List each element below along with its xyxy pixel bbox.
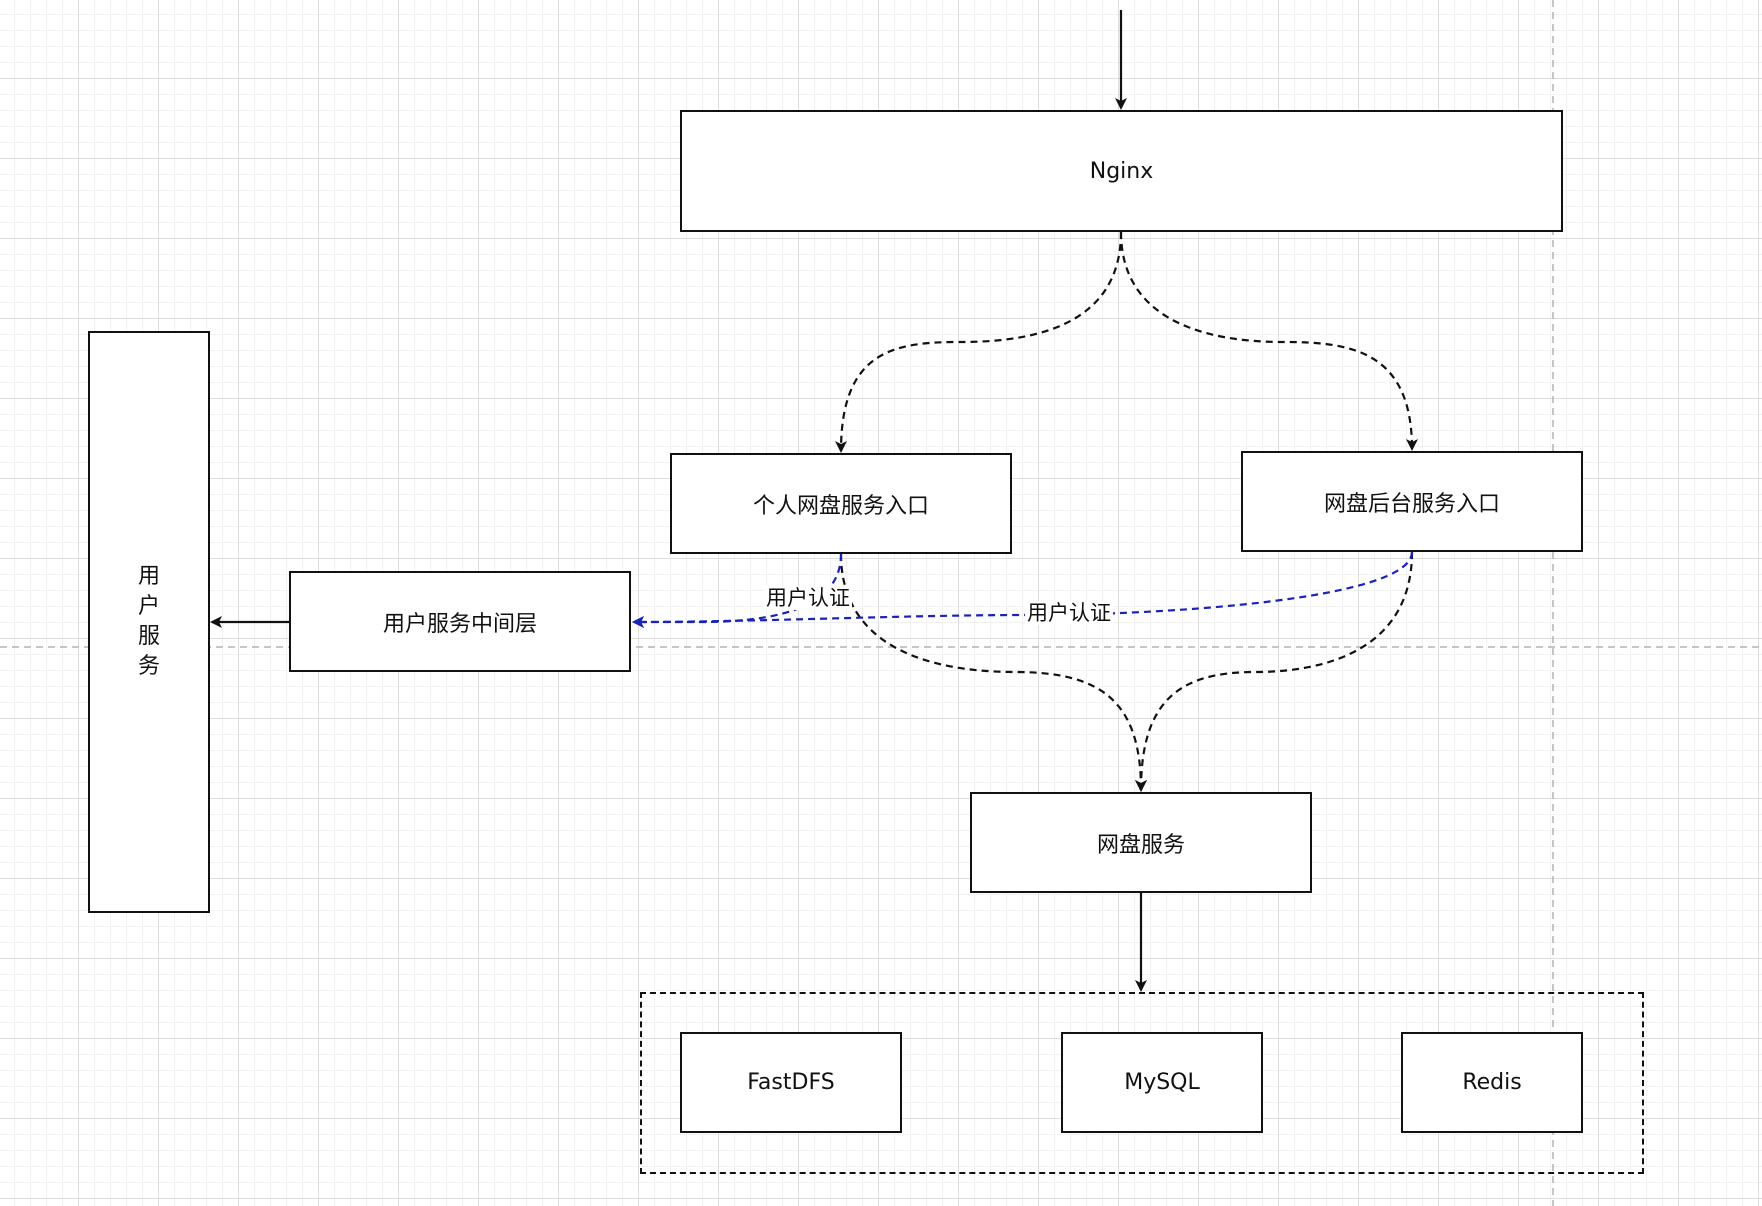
user-service-label: 用户服务	[137, 564, 160, 679]
edge-nginx-to-personal	[835, 231, 1123, 453]
personal-entry-node[interactable]: 个人网盘服务入口	[670, 453, 1012, 554]
edge-nginx-to-admin	[1119, 231, 1418, 451]
redis-label: Redis	[1462, 1070, 1522, 1095]
fastdfs-label: FastDFS	[747, 1070, 835, 1095]
auth-edge-label-admin: 用户认证	[1025, 601, 1113, 625]
redis-node[interactable]: Redis	[1401, 1032, 1583, 1133]
auth-edge-label-personal: 用户认证	[764, 586, 852, 610]
fastdfs-node[interactable]: FastDFS	[680, 1032, 902, 1133]
edge-admin-to-pan	[1135, 551, 1414, 792]
pan-service-label: 网盘服务	[1096, 832, 1185, 858]
nginx-label: Nginx	[1089, 158, 1154, 184]
mysql-node[interactable]: MySQL	[1061, 1032, 1263, 1133]
user-middle-layer-node[interactable]: 用户服务中间层	[289, 571, 631, 672]
user-service-node[interactable]: 用户服务	[88, 331, 210, 913]
mysql-label: MySQL	[1124, 1070, 1200, 1095]
edge-personal-to-pan	[839, 553, 1147, 792]
personal-entry-label: 个人网盘服务入口	[752, 493, 929, 519]
edge-admin-auth	[632, 551, 1414, 628]
user-middle-layer-label: 用户服务中间层	[382, 611, 537, 637]
pan-service-node[interactable]: 网盘服务	[970, 792, 1312, 893]
storage-group	[640, 992, 1644, 1174]
nginx-node[interactable]: Nginx	[680, 110, 1563, 232]
admin-entry-node[interactable]: 网盘后台服务入口	[1241, 451, 1583, 552]
admin-entry-label: 网盘后台服务入口	[1323, 491, 1500, 517]
